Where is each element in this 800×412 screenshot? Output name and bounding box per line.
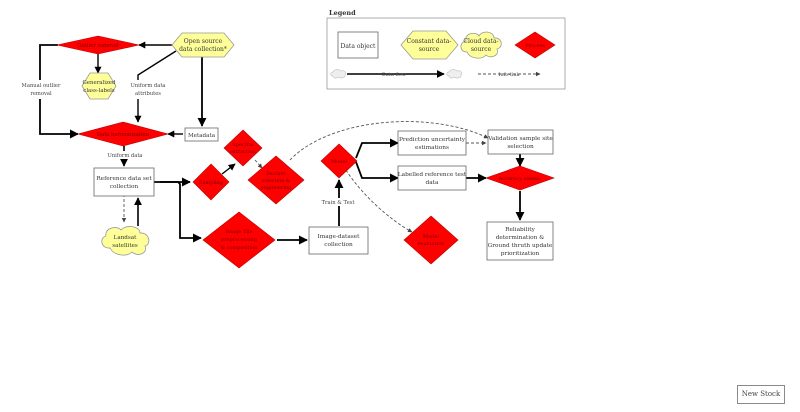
object-validation-label-2: selection: [507, 144, 534, 150]
source-open-source-label-1: Open source: [184, 38, 223, 45]
object-labelled-label-2: data: [426, 180, 439, 186]
process-feature-label-3: engineering: [261, 185, 292, 191]
source-generalized-labels[interactable]: [81, 72, 117, 100]
process-feature-selection[interactable]: [247, 155, 305, 205]
edge-open-source-harmonization: [134, 50, 177, 123]
process-image-tile-label-2: preprocessing: [221, 237, 258, 243]
process-model-eval-label-1: Model: [423, 234, 439, 240]
object-reliability-label-4: prioritization: [501, 251, 540, 257]
process-accuracy-label: Accuracy assess.: [498, 176, 542, 182]
object-reliability[interactable]: [486, 221, 554, 261]
legend-constant-source-shape: [400, 30, 459, 60]
object-image-dataset-label-1: Image-dataset: [317, 234, 360, 240]
object-metadata[interactable]: [184, 127, 219, 142]
source-open-source[interactable]: [171, 32, 235, 58]
legend-constant-source-label-2: source: [419, 46, 440, 53]
source-landsat-label-2: satellites: [112, 243, 138, 249]
object-prediction-uncertainty[interactable]: [397, 130, 467, 156]
edge-label-train-test: Train & Test: [322, 200, 356, 206]
edge-label-bg-train: [320, 198, 356, 206]
legend-title: Legend: [329, 9, 356, 17]
process-sampling-label: Sampling: [199, 180, 224, 186]
object-metadata-label: Metadata: [188, 133, 216, 139]
edge-labels: Manual outlier removal Uniform data attr…: [20, 80, 356, 206]
edge-spectral-feature: [254, 159, 263, 169]
edge-label-manual-outlier-1: Manual outlier: [22, 83, 61, 89]
process-spectral-label-1: Spectral: [232, 142, 254, 148]
object-labelled-label-1: Labelled reference test: [398, 172, 467, 178]
edge-model-evaluation: [345, 169, 413, 233]
edge-label-bg-uniform-data: [106, 151, 144, 159]
process-outlier-removal[interactable]: [56, 35, 140, 55]
legend: Legend Data object Constant data- source…: [326, 9, 566, 90]
source-landsat-cloud[interactable]: [101, 226, 150, 256]
legend-flow-cloud-start: [330, 69, 346, 79]
edge-label-uniform-attr-2: attributes: [135, 91, 161, 97]
object-reference-collection[interactable]: [93, 167, 155, 197]
object-prediction-label-1: Prediction uncertainty: [399, 137, 466, 143]
process-model-evaluation[interactable]: [403, 215, 459, 265]
edge-label-uniform-data: Uniform data: [107, 153, 142, 159]
legend-cloud-shape: [460, 31, 502, 59]
legend-constant-source-label-1: Constant data-: [407, 38, 452, 45]
legend-data-object-label: Data object: [341, 43, 377, 50]
source-generalized-label-1: Generalized: [83, 80, 116, 86]
process-feature-label-1: Feature: [266, 171, 286, 177]
process-outlier-removal-label: Outlier removal: [77, 43, 119, 49]
edge-feature-validation: [289, 121, 489, 161]
process-sampling[interactable]: [192, 163, 230, 201]
process-spectral-label-2: extraction: [230, 149, 257, 155]
process-image-tile-label-1: Image Tile: [226, 229, 253, 235]
edge-label-uniform-attr-1: Uniform data: [130, 83, 165, 89]
object-image-dataset[interactable]: [308, 226, 369, 255]
process-accuracy-assessment[interactable]: [485, 165, 555, 191]
processes: Outlier removal Data harmonization Sampl…: [56, 35, 555, 269]
object-reliability-label-3: Ground thruth update: [488, 243, 553, 249]
source-open-source-label-2: data collection*: [179, 46, 227, 53]
legend-flow-cloud-end: [446, 69, 462, 79]
legend-info-link-label: Info-link: [498, 72, 520, 78]
process-image-tile-label-3: & composition: [221, 245, 259, 251]
object-validation-label-1: Validation sample site: [487, 136, 553, 142]
object-reference-label-2: collection: [110, 184, 139, 190]
edge-label-bg-uniform: [130, 80, 168, 99]
process-image-tile[interactable]: [202, 211, 276, 269]
process-model-label: Model: [331, 159, 347, 165]
edge-reference-image-tile: [160, 181, 202, 243]
process-harmonization-label: Data harmonization: [97, 132, 150, 138]
source-generalized-label-2: class-labels: [83, 88, 115, 94]
object-image-dataset-label-2: collection: [324, 242, 353, 248]
edge-model-prediction: [355, 138, 399, 159]
data-objects: Metadata Reference data set collection I…: [93, 127, 554, 261]
object-reliability-label-1: Reliability: [505, 227, 536, 233]
legend-cloud-source-label-1: Cloud data-: [463, 38, 498, 45]
object-prediction-label-2: estimations: [415, 145, 449, 151]
new-stock-button[interactable]: New Stock: [737, 385, 785, 404]
object-validation-site[interactable]: [487, 129, 554, 155]
process-model[interactable]: [320, 143, 358, 179]
edge-label-manual-outlier-2: removal: [30, 91, 52, 97]
legend-process-label: Process: [525, 43, 545, 49]
legend-cloud-source-label-2: source: [471, 46, 492, 53]
object-reference-label-1: Reference data set: [96, 176, 152, 182]
process-model-eval-label-2: evaluation: [418, 241, 445, 247]
object-labelled-reference[interactable]: [397, 165, 467, 191]
edge-model-labelled: [355, 161, 399, 183]
edge-label-bg-manual: [20, 80, 62, 99]
edge-sampling-spectral: [221, 163, 236, 175]
source-landsat-label-1: Landsat: [114, 235, 137, 241]
legend-data-flow-label: Data-flow: [382, 72, 407, 78]
process-spectral-extraction[interactable]: [223, 129, 263, 167]
process-feature-label-2: selection &: [262, 178, 291, 184]
legend-data-object-shape: [337, 31, 379, 59]
legend-process-shape: [514, 31, 556, 59]
sources: Open source data collection* Generalized…: [81, 32, 235, 256]
process-harmonization[interactable]: [76, 121, 170, 147]
object-reliability-label-2: determination &: [496, 235, 545, 241]
